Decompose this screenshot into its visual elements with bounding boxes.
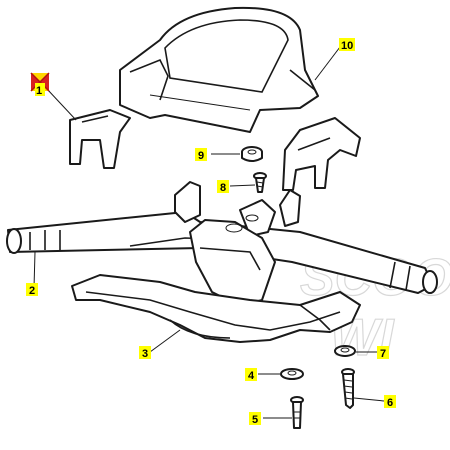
callout-7-label: 7 [380, 348, 386, 360]
part-5-bolt[interactable] [290, 396, 304, 429]
part-6-screw[interactable] [341, 368, 355, 409]
part-10-upper-cover[interactable] [69, 6, 361, 191]
part-3-lower-cover[interactable] [71, 274, 361, 343]
callout-4-label: 4 [248, 370, 255, 382]
callout-4[interactable]: 4 [245, 368, 257, 382]
callout-5[interactable]: 5 [249, 412, 261, 426]
callout-6[interactable]: 6 [384, 395, 396, 409]
callout-1[interactable]: 1 [35, 83, 45, 97]
callout-1-label: 1 [36, 85, 42, 97]
part-7-washer[interactable] [334, 345, 356, 357]
callout-5-label: 5 [252, 414, 258, 426]
callout-9-label: 9 [198, 150, 204, 162]
callout-8-label: 8 [220, 182, 226, 194]
callout-10-label: 10 [341, 40, 353, 52]
callout-3[interactable]: 3 [139, 346, 151, 360]
callout-2-label: 2 [29, 285, 35, 297]
leader-lines [33, 46, 385, 419]
callout-6-label: 6 [387, 397, 393, 409]
part-4-washer[interactable] [280, 368, 304, 380]
callout-7[interactable]: 7 [377, 346, 389, 360]
callout-2[interactable]: 2 [26, 283, 38, 297]
part-2-handlebar-tube[interactable] [6, 181, 438, 307]
part-8-screw[interactable] [253, 172, 267, 193]
callout-8[interactable]: 8 [217, 180, 229, 194]
callout-9[interactable]: 9 [195, 148, 207, 162]
callout-10[interactable]: 10 [339, 38, 355, 52]
part-9-nut[interactable] [241, 146, 263, 162]
callout-3-label: 3 [142, 348, 148, 360]
